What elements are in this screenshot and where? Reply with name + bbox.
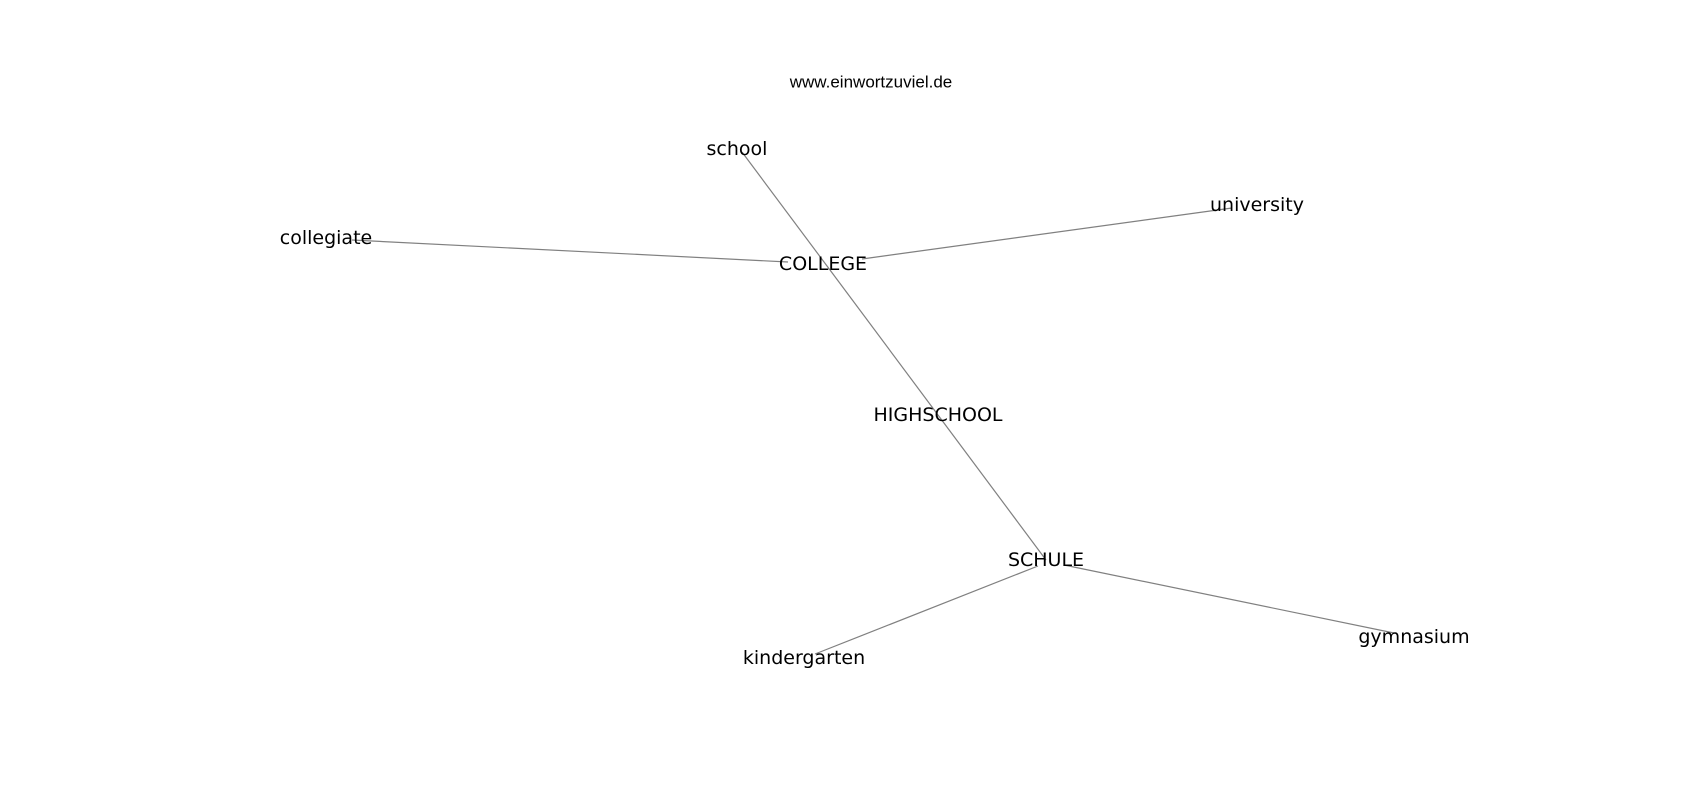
node-label-college: COLLEGE — [779, 253, 867, 275]
edge-college-university — [861, 207, 1233, 260]
node-label-schule: SCHULE — [1008, 549, 1084, 571]
edge-schule-gymnasium — [1063, 564, 1395, 634]
node-label-highschool: HIGHSCHOOL — [873, 404, 1002, 426]
node-label-university: university — [1210, 194, 1304, 216]
edge-schule-kindergarten — [814, 565, 1039, 655]
node-label-school: school — [707, 138, 768, 160]
edge-college-highschool — [829, 269, 939, 416]
watermark-text: www.einwortzuviel.de — [789, 73, 953, 92]
edge-school-college — [741, 151, 831, 271]
node-label-gymnasium: gymnasium — [1358, 626, 1469, 648]
node-label-collegiate: collegiate — [280, 227, 372, 249]
edge-highschool-schule — [937, 414, 1047, 561]
node-label-kindergarten: kindergarten — [743, 647, 865, 669]
edges-layer — [351, 151, 1395, 655]
edge-college-collegiate — [351, 239, 789, 263]
